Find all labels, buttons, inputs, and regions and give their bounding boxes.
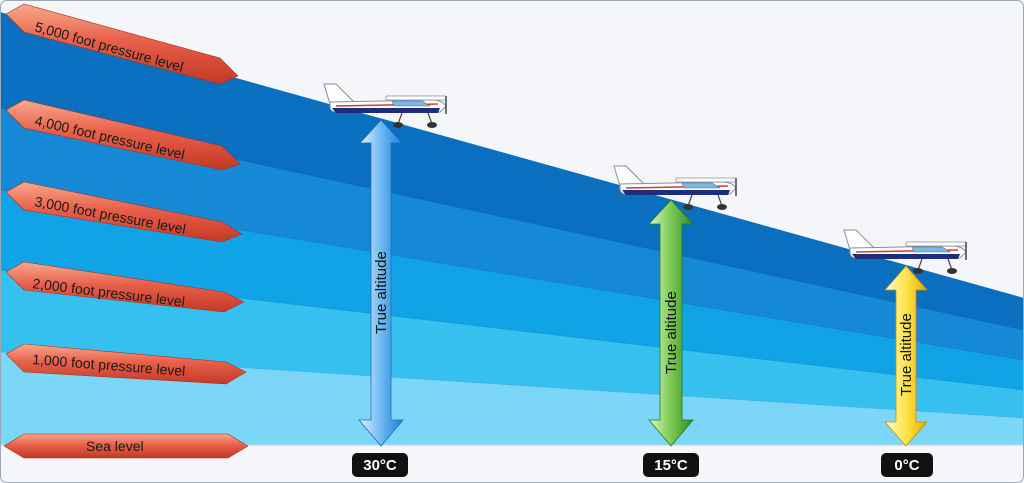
- true-altitude-label: True altitude: [663, 291, 680, 374]
- pressure-tag-sea-level: Sea level: [3, 433, 249, 459]
- temperature-badge-30c: 30°C: [352, 453, 408, 477]
- temperature-label: 15°C: [654, 457, 688, 474]
- true-altitude-arrow-0c: True altitude: [884, 265, 928, 447]
- true-altitude-arrow-30c: True altitude: [358, 119, 404, 447]
- true-altitude-label: True altitude: [898, 313, 915, 396]
- band-1000-sea: [0, 352, 1024, 445]
- true-altitude-label: True altitude: [373, 251, 390, 334]
- pressure-tag-label: Sea level: [86, 438, 144, 454]
- airplane-30c: [323, 83, 447, 128]
- temperature-label: 30°C: [363, 457, 397, 474]
- temperature-label: 0°C: [894, 457, 919, 474]
- true-altitude-arrow-15c: True altitude: [648, 199, 694, 447]
- temperature-badge-0c: 0°C: [881, 453, 933, 477]
- airplane-0c: [843, 229, 967, 274]
- temperature-badge-15c: 15°C: [643, 453, 699, 477]
- airplane-15c: [613, 165, 737, 210]
